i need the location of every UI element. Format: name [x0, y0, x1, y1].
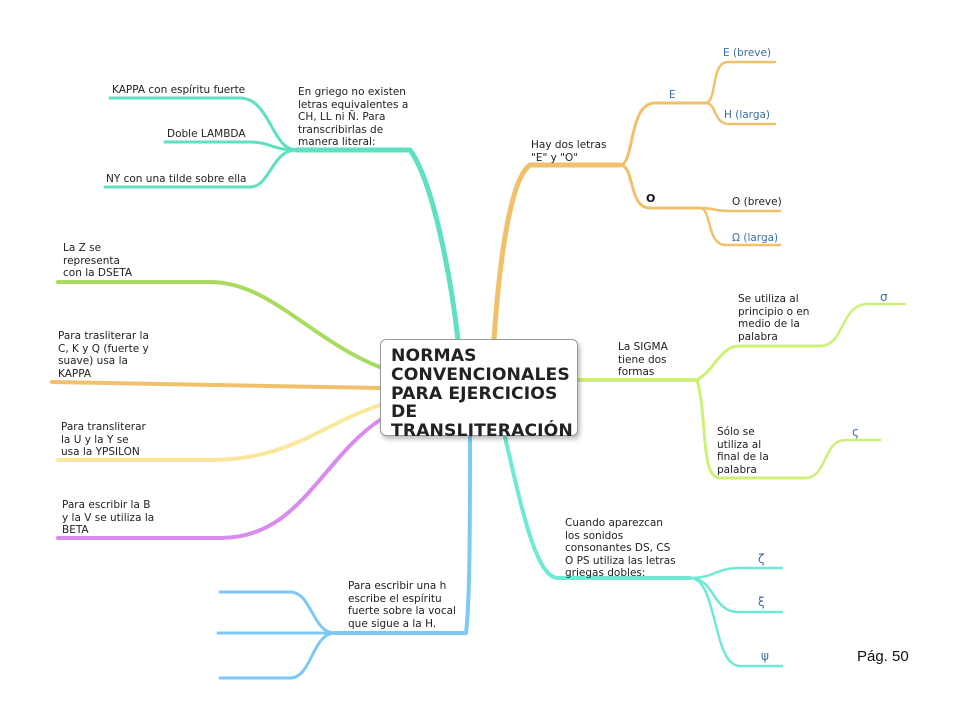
- e-breve-label[interactable]: E (breve): [723, 47, 772, 59]
- ny-tilde-label[interactable]: NY con una tilde sobre ella: [106, 173, 247, 185]
- e-letter-label[interactable]: E: [669, 89, 676, 101]
- uy-ypsilon-label[interactable]: Para transliterar la U y la Y se usa la …: [61, 421, 146, 459]
- omega-larga-label[interactable]: Ω (larga): [732, 232, 779, 244]
- zeta-symbol[interactable]: ζ: [758, 552, 765, 566]
- sigma-label[interactable]: La SIGMA tiene dos formas: [618, 341, 668, 379]
- connector-zeta: [688, 566, 784, 580]
- connector-sigma-symbol: [818, 302, 907, 348]
- connector-double-letters: [503, 435, 692, 580]
- xi-symbol[interactable]: ξ: [758, 595, 765, 609]
- connector-e-and-o: [491, 162, 623, 343]
- z-dseta-label[interactable]: La Z se representa con la DSETA: [63, 242, 133, 280]
- sigma-first-label[interactable]: Se utiliza al principio o en medio de la…: [738, 293, 810, 343]
- connector-o: [618, 163, 702, 210]
- connector-omega-larga: [698, 206, 782, 247]
- e-and-o-label[interactable]: Hay dos letras "E" y "O": [531, 139, 607, 164]
- final-sigma-symbol[interactable]: ς: [852, 425, 860, 439]
- double-letters-label[interactable]: Cuando aparezcan los sonidos consonantes…: [565, 517, 676, 580]
- central-topic-title: NORMAS CONVENCIONALES PARA EJERCICIOS DE…: [391, 346, 573, 442]
- connector-h-child-3: [218, 631, 337, 680]
- connector-o-breve: [698, 206, 782, 213]
- connector-z-dseta: [56, 280, 384, 370]
- connector-h-larga: [703, 101, 777, 126]
- connector-psi: [688, 576, 784, 668]
- connector-uy-ypsilon: [56, 403, 382, 462]
- connector-final-sigma-symbol: [803, 438, 882, 480]
- page-number: Pág. 50: [857, 648, 909, 665]
- kappa-espiritu-label[interactable]: KAPPA con espíritu fuerte: [112, 84, 246, 96]
- h-spirit-label[interactable]: Para escribir una h escribe el espíritu …: [348, 580, 456, 630]
- psi-symbol[interactable]: ψ: [761, 649, 769, 663]
- no-equivalents-label[interactable]: En griego no existen letras equivalentes…: [298, 86, 409, 149]
- connector-sigma-final: [695, 378, 807, 480]
- h-larga-label[interactable]: H (larga): [724, 109, 771, 121]
- o-letter-label[interactable]: O: [646, 192, 656, 205]
- connector-doble-lambda: [163, 140, 298, 152]
- central-topic[interactable]: NORMAS CONVENCIONALES PARA EJERCICIOS DE…: [380, 339, 578, 441]
- connector-bv-beta: [56, 418, 382, 540]
- connector-no-equivalents: [293, 147, 461, 343]
- connector-e: [618, 101, 707, 167]
- connector-e-breve: [703, 60, 777, 105]
- connector-h-child-1: [218, 590, 337, 635]
- ckq-kappa-label[interactable]: Para trasliterar la C, K y Q (fuerte y s…: [58, 330, 149, 380]
- connector-xi: [688, 576, 784, 614]
- o-breve-label[interactable]: O (breve): [732, 196, 782, 208]
- connector-kappa-espiritu: [108, 96, 298, 152]
- connector-ny-tilde: [103, 148, 298, 189]
- connector-h-spirit: [333, 435, 472, 635]
- doble-lambda-label[interactable]: Doble LAMBDA: [167, 128, 246, 140]
- bv-beta-label[interactable]: Para escribir la B y la V se utiliza la …: [62, 499, 155, 537]
- sigma-symbol[interactable]: σ: [880, 290, 888, 304]
- connector-sigma-first: [695, 344, 822, 382]
- connector-ckq-kappa: [50, 380, 382, 390]
- sigma-final-label[interactable]: Sólo se utiliza al final de la palabra: [717, 426, 769, 476]
